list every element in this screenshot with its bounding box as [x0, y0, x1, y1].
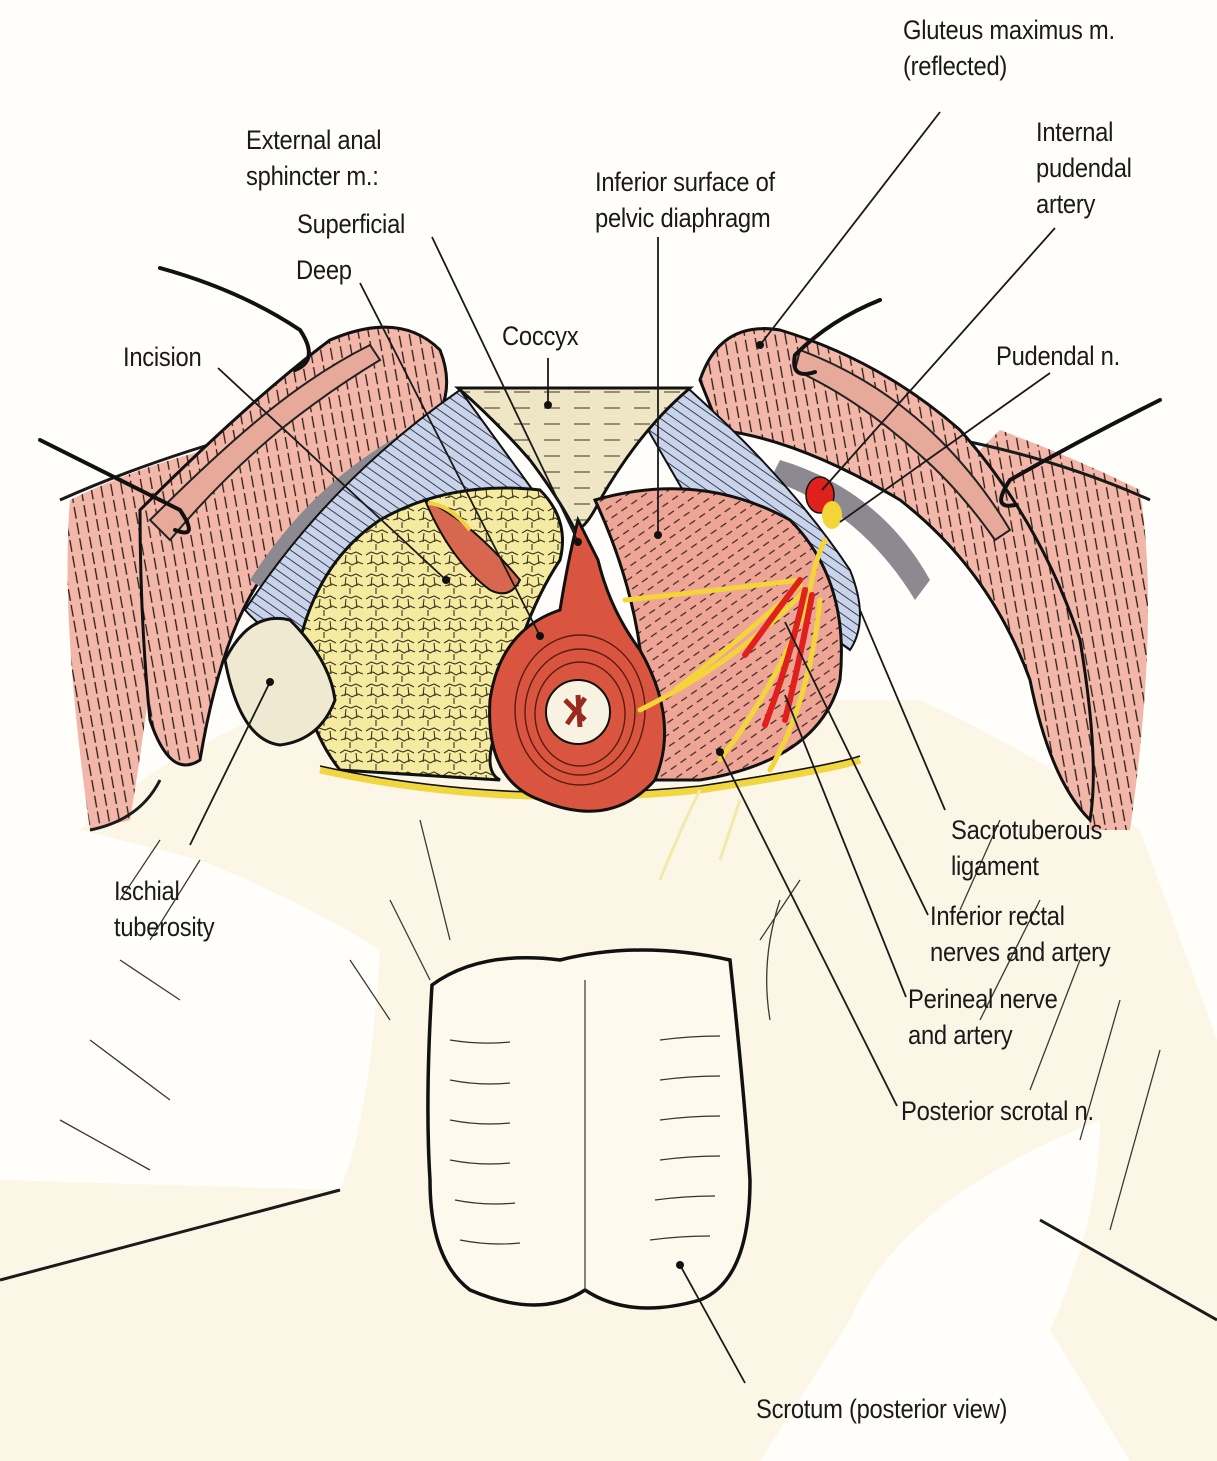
leader-internal-pudendal	[821, 227, 1056, 491]
label-superficial: Superficial	[297, 206, 405, 242]
external-anal-sphincter	[488, 515, 667, 813]
incision-edge-left	[148, 343, 382, 542]
label-line: Incision	[123, 342, 202, 372]
leader-dots	[266, 341, 764, 1269]
label-ischial-tuberosity: Ischial tuberosity	[114, 873, 215, 945]
leader-sacrotuberous	[859, 609, 946, 811]
label-line: Ischial	[114, 876, 180, 906]
leader-pudendal-n	[839, 372, 1051, 523]
thigh-right-outline	[1039, 1218, 1217, 1322]
label-line: Deep	[296, 255, 352, 285]
label-line: tuberosity	[114, 912, 215, 942]
label-line: Pudendal n.	[996, 341, 1120, 371]
incision-edge-right	[793, 348, 1012, 542]
retractor-hooks	[38, 266, 1162, 535]
label-incision: Incision	[123, 339, 202, 375]
label-scrotum: Scrotum (posterior view)	[756, 1391, 1007, 1427]
label-line: Scrotum (posterior view)	[756, 1394, 1008, 1424]
label-line: Sacrotuberous	[951, 815, 1103, 845]
label-line: Inferior rectal	[930, 901, 1065, 931]
thigh-left-outline	[0, 1188, 341, 1282]
gluteus-left-outer	[67, 440, 250, 830]
label-line: Inferior surface of	[595, 167, 775, 197]
label-inferior-surface-pelvic-diaphragm: Inferior surface of pelvic diaphragm	[595, 164, 775, 236]
label-line: Coccyx	[502, 321, 579, 351]
label-line: nerves and artery	[930, 937, 1111, 967]
ischial-tuberosity	[223, 616, 337, 747]
skin-hatching	[59, 819, 1161, 1231]
artery-branches	[742, 577, 815, 728]
leader-deep	[359, 282, 541, 637]
leader-superficial	[431, 236, 579, 543]
label-line: Gluteus maximus m.	[903, 15, 1115, 45]
pudendal-nerve-lumen	[822, 501, 842, 529]
label-line: artery	[1036, 189, 1096, 219]
leader-ischial	[189, 681, 271, 846]
faint-nerve-2	[718, 799, 742, 861]
faint-nerve-1	[658, 789, 702, 881]
label-posterior-scrotal-nerve: Posterior scrotal n.	[901, 1093, 1094, 1129]
label-perineal-nerve-artery: Perineal nerve and artery	[908, 981, 1058, 1053]
label-line: pelvic diaphragm	[595, 203, 771, 233]
label-sacrotuberous-ligament: Sacrotuberous ligament	[951, 812, 1102, 884]
sphincter-fibers	[514, 634, 646, 786]
label-gluteus-maximus: Gluteus maximus m. (reflected)	[903, 12, 1115, 84]
label-pudendal-nerve: Pudendal n.	[996, 338, 1120, 374]
label-external-anal-sphincter: External anal sphincter m.:	[246, 122, 382, 194]
label-line: Superficial	[297, 209, 406, 239]
label-line: Internal	[1036, 117, 1114, 147]
label-line: Perineal nerve	[908, 984, 1058, 1014]
leader-gluteus	[759, 111, 941, 346]
scrotum-rugae	[449, 980, 721, 1290]
label-coccyx: Coccyx	[502, 318, 579, 354]
label-deep: Deep	[296, 252, 352, 288]
label-line: External anal	[246, 125, 382, 155]
label-line: ligament	[951, 851, 1039, 881]
leader-inferior-rectal	[784, 621, 929, 916]
scrotum-shape	[426, 948, 752, 1310]
label-line: and artery	[908, 1020, 1013, 1050]
label-line: sphincter m.:	[246, 161, 379, 191]
label-internal-pudendal-artery: Internal pudendal artery	[1036, 114, 1132, 222]
label-line: Posterior scrotal n.	[901, 1096, 1094, 1126]
label-inferior-rectal-nerves-artery: Inferior rectal nerves and artery	[930, 898, 1111, 970]
leader-posterior-scrotal	[719, 751, 898, 1107]
leader-perineal	[784, 694, 907, 998]
leader-incision	[217, 367, 447, 581]
anal-canal-folds	[563, 694, 588, 728]
label-line: pudendal	[1036, 153, 1132, 183]
label-line: (reflected)	[903, 51, 1008, 81]
leader-lines	[189, 111, 1056, 1384]
leader-scrotum	[679, 1264, 746, 1384]
fat-border-band	[319, 756, 862, 801]
